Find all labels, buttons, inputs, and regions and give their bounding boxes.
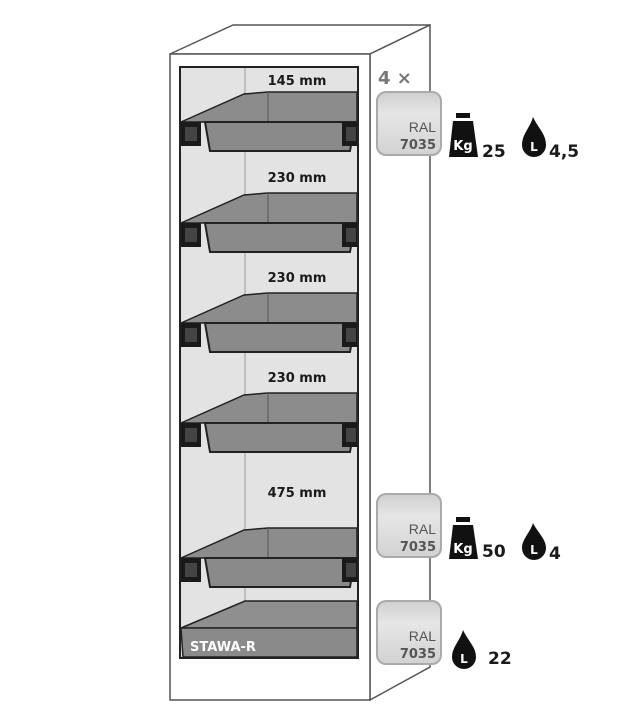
volume-value: 4,5 [549,142,579,162]
product-name: STAWA-R [190,640,256,655]
ral-code: 7035 [400,647,436,662]
svg-text:Kg: Kg [453,139,472,154]
ral-color-swatch [376,91,442,156]
spec-row-drawer: RAL 7035 Kg 25 L 4,5 [376,91,579,162]
drawer [180,392,358,453]
load-capacity-value: 50 [482,542,506,562]
load-capacity-value: 25 [482,142,506,162]
ral-label: RAL [409,521,436,537]
bottom-sump: STAWA-R [180,600,358,658]
compartment-height-label: 475 mm [268,486,327,501]
ral-color-swatch [376,600,442,665]
spec-row-bottom-drawer: RAL 7035 Kg 50 L 4 [376,493,561,564]
kg-weight-icon: Kg [449,517,478,559]
svg-text:L: L [530,140,538,154]
compartment-height-label: 230 mm [268,271,327,286]
liter-drop-icon: L [522,523,546,560]
svg-text:L: L [460,652,468,666]
drawer [180,192,358,253]
liter-drop-icon: L [452,630,476,669]
spec-row-sump: RAL 7035 L 22 [376,600,512,669]
compartment-height-label: 230 mm [268,371,327,386]
ral-color-swatch [376,493,442,558]
liter-drop-icon: L [522,117,546,157]
kg-weight-icon: Kg [449,113,478,157]
drawer [180,527,358,588]
volume-value: 4 [549,544,561,564]
drawer [180,292,358,353]
volume-value: 22 [488,649,512,669]
ral-label: RAL [409,119,436,135]
drawer [180,91,358,152]
svg-text:L: L [530,543,538,557]
ral-code: 7035 [400,540,436,555]
ral-label: RAL [409,628,436,644]
drawer-count-label: 4 × [378,68,412,89]
ral-code: 7035 [400,138,436,153]
compartment-height-label: 145 mm [268,74,327,89]
svg-text:Kg: Kg [453,542,472,557]
compartment-height-label: 230 mm [268,171,327,186]
